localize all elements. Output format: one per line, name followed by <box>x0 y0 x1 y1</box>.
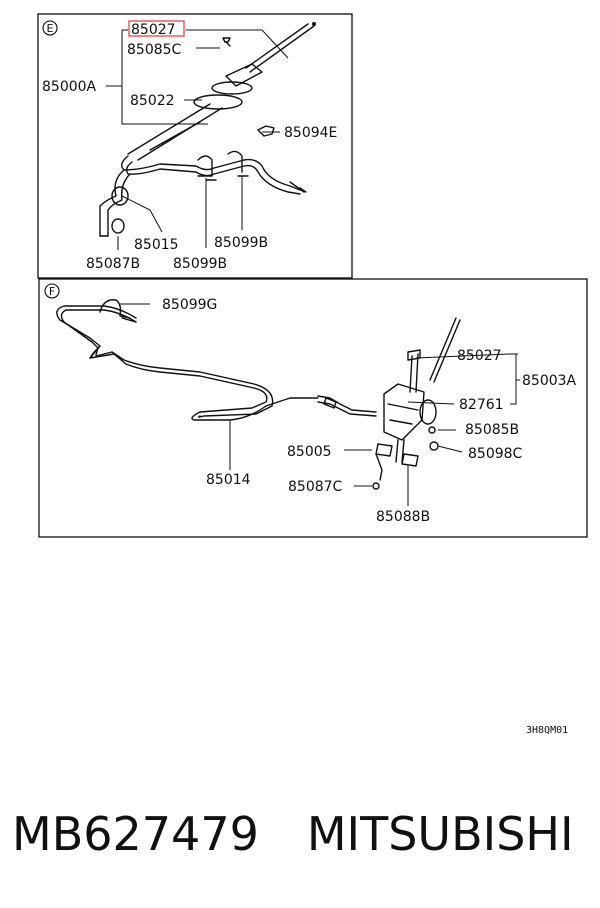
leaders-e <box>106 29 289 250</box>
label-85087c[interactable]: 85087C <box>288 479 343 495</box>
label-85099b-left[interactable]: 85099B <box>173 256 227 272</box>
label-85003a[interactable]: 85003A <box>522 373 577 389</box>
section-f: F <box>38 278 588 538</box>
label-85027-e[interactable]: 85027 <box>131 22 176 38</box>
label-85099b-right[interactable]: 85099B <box>214 235 268 251</box>
label-85027-f[interactable]: 85027 <box>457 348 502 364</box>
label-85005[interactable]: 85005 <box>287 444 332 460</box>
label-85015[interactable]: 85015 <box>134 237 179 253</box>
label-85098c[interactable]: 85098C <box>468 446 523 462</box>
label-85085c[interactable]: 85085C <box>127 42 182 58</box>
leaders-f <box>120 303 520 506</box>
section-e: E <box>37 13 353 279</box>
clip-85094e <box>257 125 275 137</box>
antenna-mast-e <box>127 22 316 161</box>
label-82761[interactable]: 82761 <box>459 397 504 413</box>
diagram-code: 3H8QM01 <box>526 725 568 736</box>
antenna-cable-f <box>56 299 377 421</box>
label-85087b[interactable]: 85087B <box>86 256 140 272</box>
brand-name: MITSUBISHI <box>306 807 574 861</box>
section-e-letter: E <box>47 22 54 35</box>
section-f-badge <box>44 283 60 299</box>
label-85000a[interactable]: 85000A <box>42 79 97 95</box>
label-85022[interactable]: 85022 <box>130 93 175 109</box>
part-number: MB627479 <box>12 807 259 861</box>
label-85099g[interactable]: 85099G <box>162 297 217 313</box>
antenna-cable-e <box>99 150 307 237</box>
power-antenna-assembly <box>372 317 461 490</box>
label-85014[interactable]: 85014 <box>206 472 251 488</box>
label-85088b[interactable]: 85088B <box>376 509 430 525</box>
section-f-frame <box>38 278 588 538</box>
section-e-badge <box>42 20 58 36</box>
section-f-letter: F <box>49 285 55 298</box>
label-85094e[interactable]: 85094E <box>284 125 337 141</box>
parts-diagram: E <box>37 13 588 736</box>
highlight-box <box>128 20 185 37</box>
label-85085b[interactable]: 85085B <box>465 422 519 438</box>
section-e-frame <box>37 13 353 279</box>
product-footer: MB627479 MITSUBISHI <box>12 806 592 862</box>
